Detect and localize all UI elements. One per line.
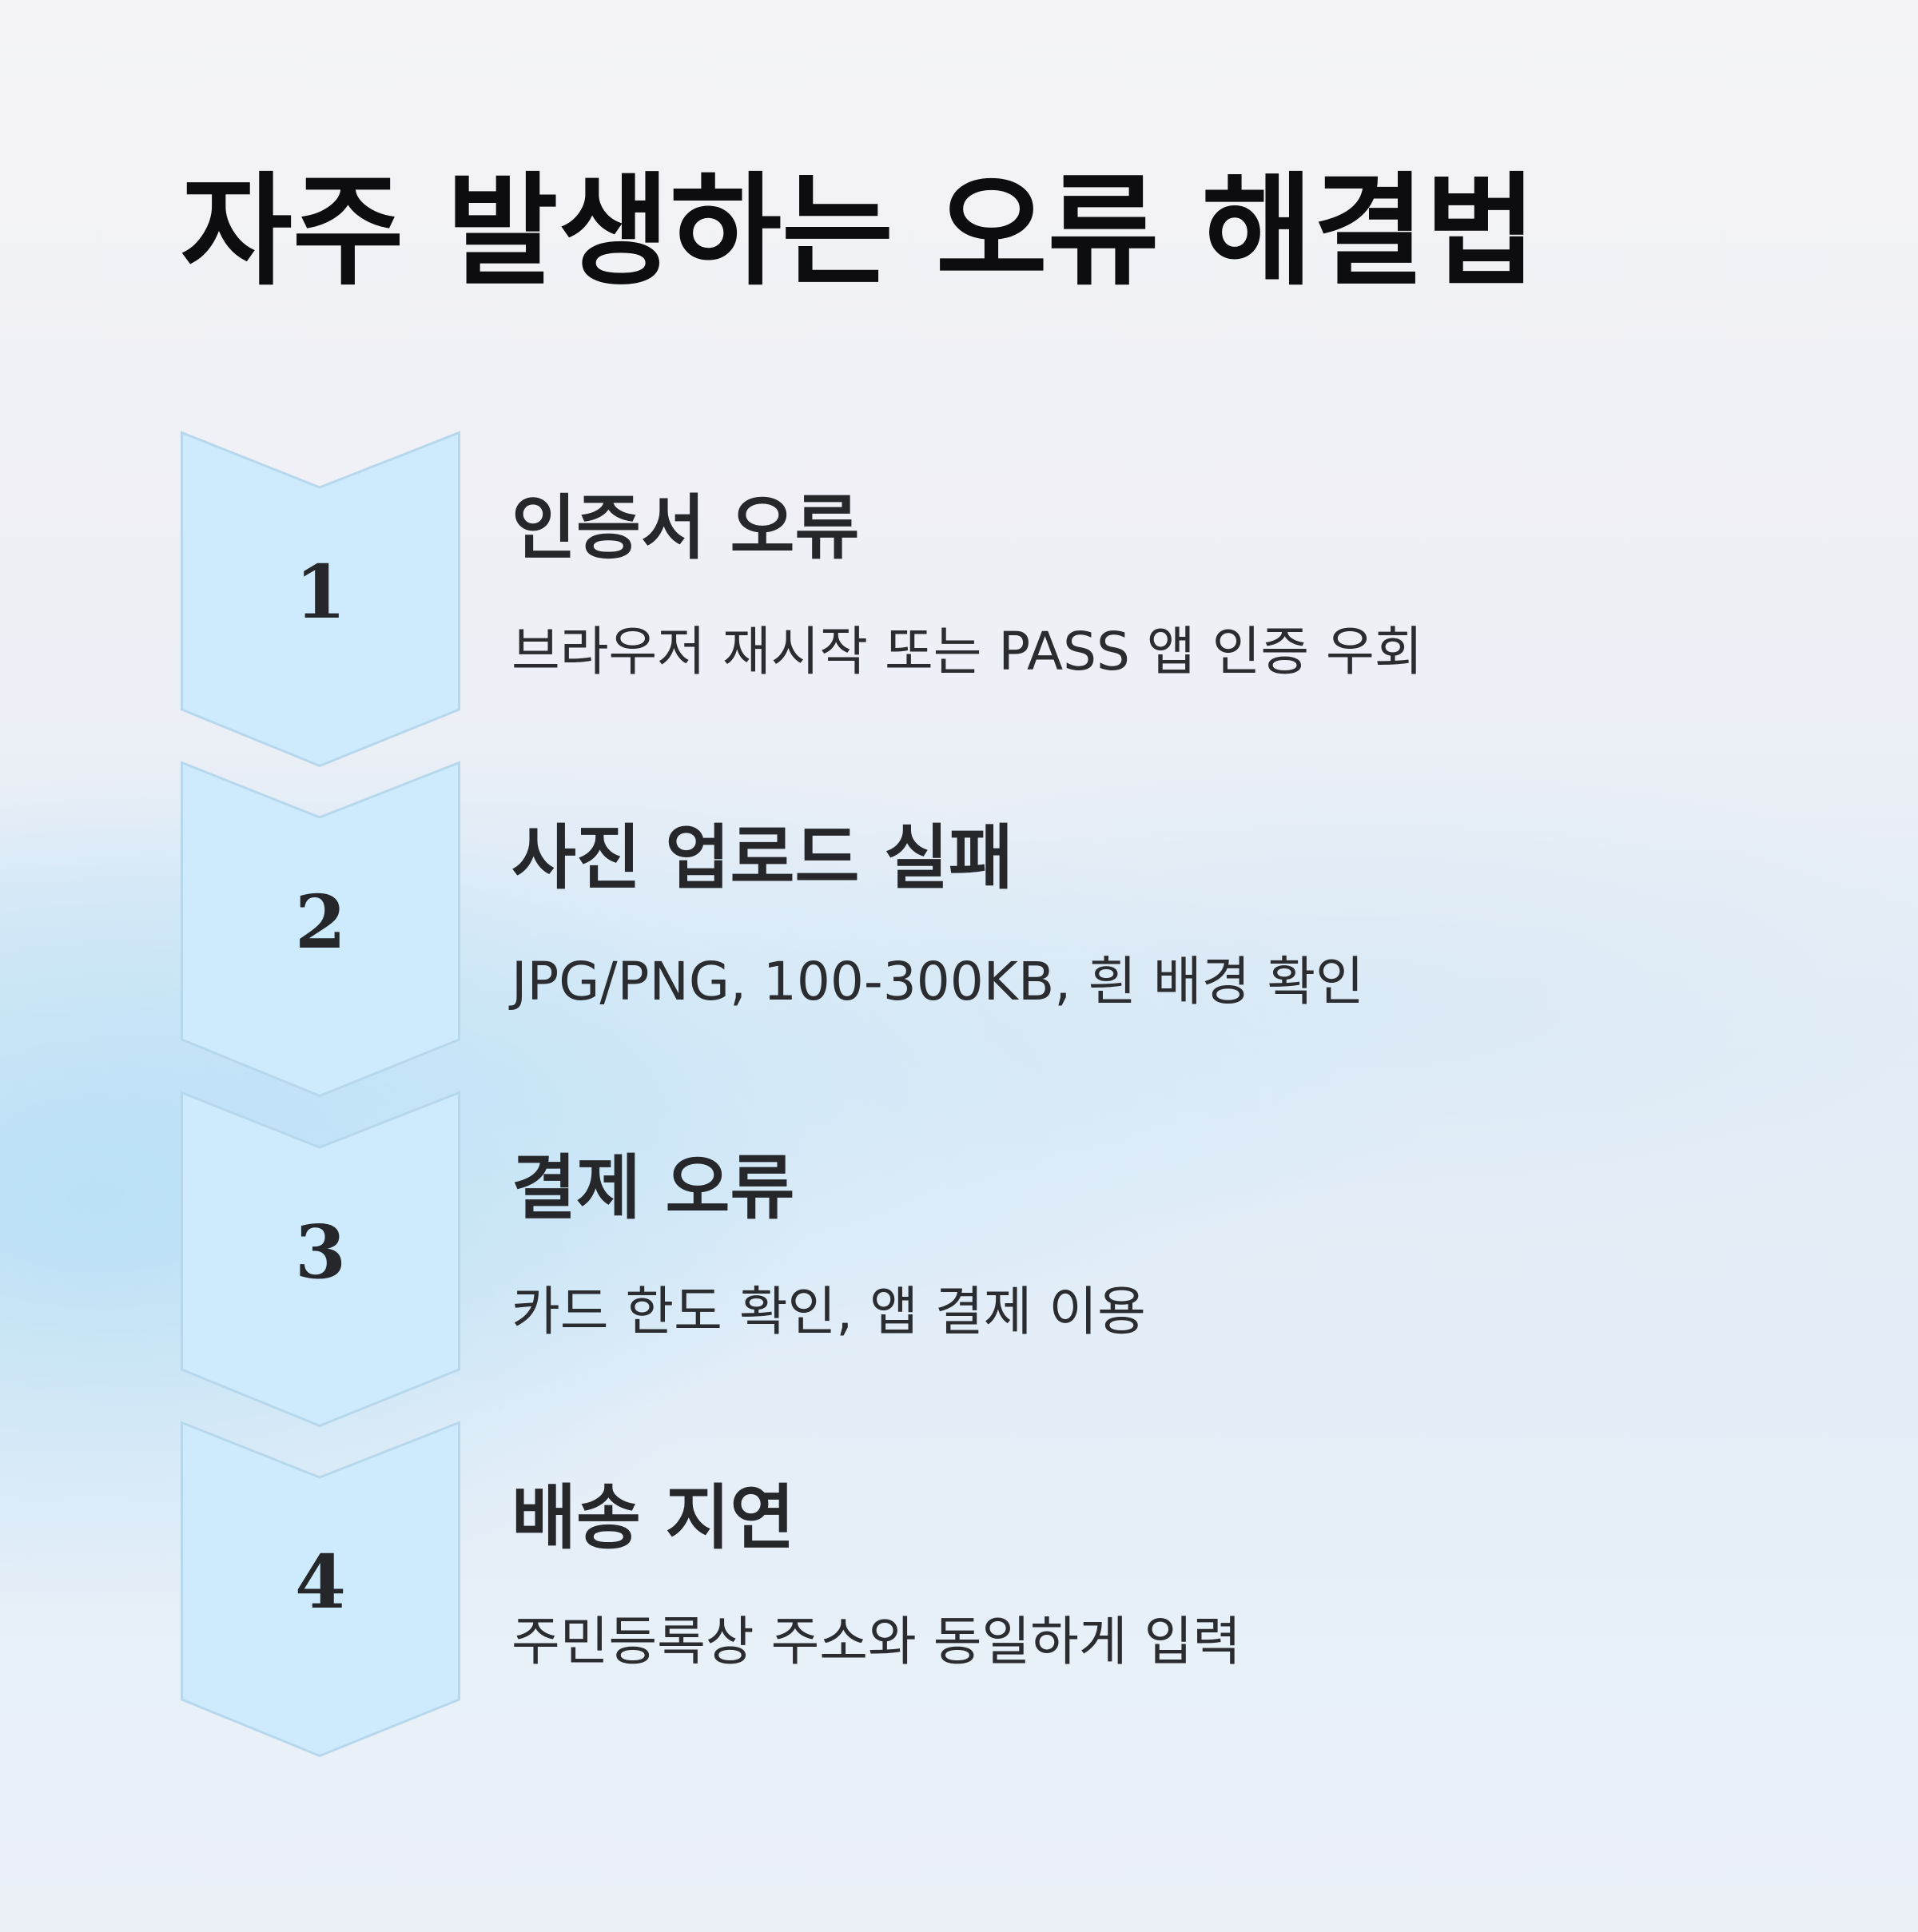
step-title: 결제 오류: [511, 1147, 795, 1229]
step-number: 4: [294, 1539, 346, 1625]
chevron-down-shape: [181, 1091, 460, 1428]
step-item-2: 2 사진 업로드 실패 JPG/PNG, 100-300KB, 흰 배경 확인: [0, 761, 1918, 1098]
step-item-1: 1 인증서 오류 브라우저 재시작 또는 PASS 앱 인증 우회: [0, 431, 1918, 768]
step-number: 3: [294, 1209, 346, 1295]
step-title: 배송 지연: [511, 1477, 795, 1559]
chevron-down-shape: [181, 431, 460, 768]
step-title: 인증서 오류: [511, 487, 860, 569]
page-title: 자주 발생하는 오류 해결법: [181, 161, 1537, 302]
step-number: 1: [294, 549, 346, 635]
step-item-3: 3 결제 오류 카드 한도 확인, 앱 결제 이용: [0, 1091, 1918, 1428]
step-item-4: 4 배송 지연 주민등록상 주소와 동일하게 입력: [0, 1421, 1918, 1758]
step-description: 주민등록상 주소와 동일하게 입력: [511, 1611, 1242, 1672]
chevron-down-shape: [181, 1421, 460, 1758]
step-title: 사진 업로드 실패: [511, 817, 1013, 899]
step-number: 2: [294, 879, 346, 965]
step-description: JPG/PNG, 100-300KB, 흰 배경 확인: [511, 951, 1364, 1012]
chevron-down-shape: [181, 761, 460, 1098]
step-description: 카드 한도 확인, 앱 결제 이용: [511, 1281, 1146, 1342]
step-description: 브라우저 재시작 또는 PASS 앱 인증 우회: [511, 621, 1423, 682]
